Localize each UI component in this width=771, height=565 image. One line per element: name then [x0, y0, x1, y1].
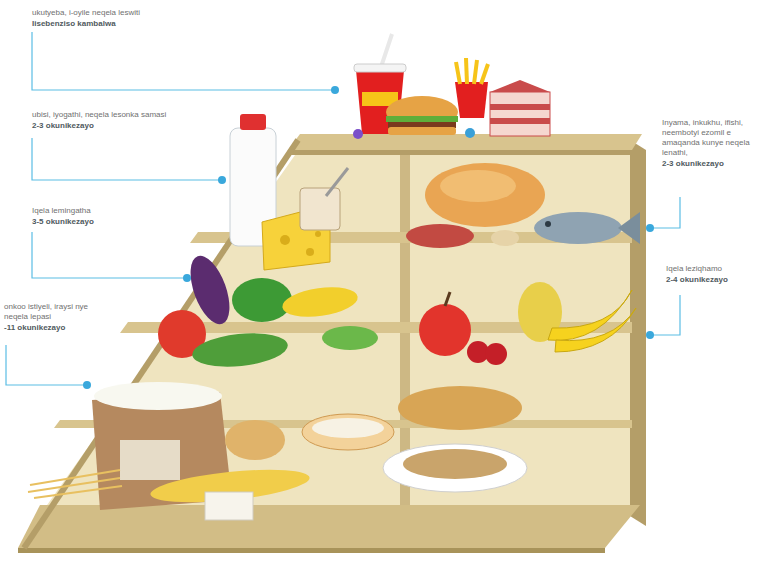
serving-count: -11 okunikezayo	[4, 323, 65, 333]
food-group-label: ubisi, iyogathi, neqela lesonka samasi	[32, 110, 166, 120]
food-group-label: Iqela lemingatha	[32, 206, 91, 216]
food-group-label: Iqela leziqhamo	[666, 264, 722, 274]
serving-count: 3-5 okunikezayo	[32, 217, 94, 227]
serving-count: 2-4 okunikezayo	[666, 275, 728, 285]
serving-count: 2-3 okunikezayo	[32, 121, 94, 131]
serving-count: Iisebenziso kambalwa	[32, 19, 116, 29]
serving-count: 2-3 okunikezayo	[662, 159, 724, 169]
food-group-label: Inyama, inkukhu, ifishi, neembotyi ezomi…	[662, 118, 766, 158]
food-group-label: onkoo istiyeli, iraysi nye neqela lepasi	[4, 302, 104, 322]
food-group-label: ukutyeba, i-oyile neqela leswiti	[32, 8, 140, 18]
